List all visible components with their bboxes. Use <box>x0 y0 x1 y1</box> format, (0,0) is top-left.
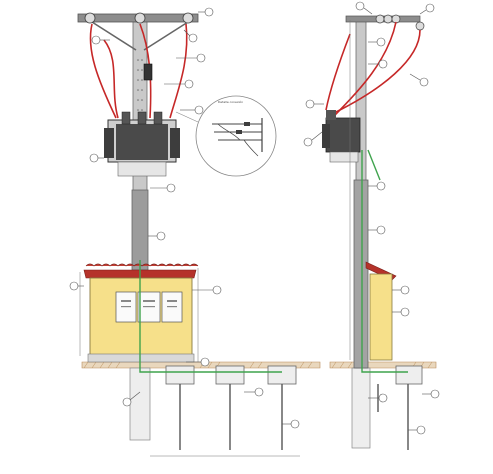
callout-bubble-icon <box>175 95 277 177</box>
side-hv-wires <box>325 21 421 117</box>
front-crossarm-brace <box>91 21 189 51</box>
cabinet-plinth <box>87 353 195 363</box>
detail-callout-caption: Detalle conexión <box>218 100 243 104</box>
cabinet-meter-marks <box>121 300 177 308</box>
front-pole-lower <box>131 189 149 271</box>
front-hv-wires <box>89 23 188 119</box>
side-pole-foundation <box>351 367 371 449</box>
front-ground-surface <box>81 361 321 369</box>
transformer-icon <box>104 111 180 177</box>
side-ground-pits <box>395 365 423 385</box>
side-pole-lower <box>353 179 369 369</box>
side-cabinet-body <box>369 273 393 361</box>
front-ground-pits <box>165 365 297 385</box>
insulator-icon <box>84 12 194 24</box>
side-ground-wires <box>361 149 408 373</box>
side-view <box>303 1 440 450</box>
front-view: Detalle conexión <box>69 7 321 457</box>
side-transformer-icon <box>322 110 361 163</box>
side-ground-hatch <box>331 361 433 369</box>
side-callouts <box>303 1 440 435</box>
front-ground-wires <box>139 260 282 373</box>
side-insulators <box>375 14 425 31</box>
front-pole-foundation <box>129 367 151 441</box>
front-callouts <box>69 7 300 429</box>
ground-rod-icon <box>179 384 283 450</box>
front-surge-arrester <box>143 63 153 81</box>
